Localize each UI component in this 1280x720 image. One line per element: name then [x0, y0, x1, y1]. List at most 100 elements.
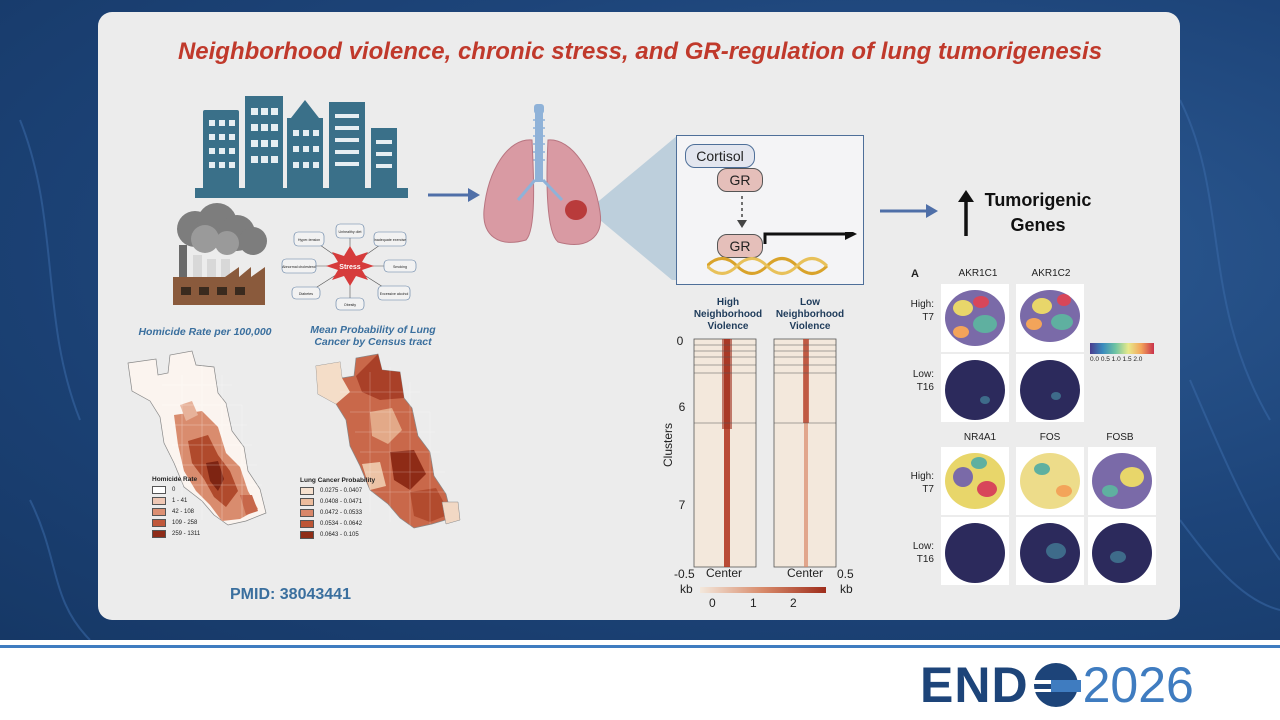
- spatial-tile-akr1c2-high: [1016, 284, 1084, 352]
- logo-word: END: [920, 657, 1029, 713]
- row-label-line: High:: [910, 299, 934, 310]
- legend-label: 259 - 1311: [172, 531, 201, 537]
- legend-swatch: [152, 519, 166, 527]
- heatmap-header-high: High Neighborhood Violence: [690, 297, 766, 333]
- zoom-cone: [588, 135, 678, 280]
- heatmap-scale-bar: [700, 587, 826, 593]
- divider-accent: [0, 645, 1280, 648]
- legend-swatch: [300, 509, 314, 517]
- spatial-tile-nr4a1-high: [941, 447, 1009, 515]
- x-axis-left: -0.5: [674, 567, 695, 581]
- header-line: High: [716, 297, 740, 308]
- legend-row: 0.0534 - 0.0642: [300, 520, 375, 528]
- homicide-legend: Homicide Rate 0 1 - 41 42 - 108 109 - 25…: [152, 476, 200, 541]
- legend-swatch: [152, 508, 166, 516]
- legend-label: 109 - 258: [172, 520, 198, 526]
- city-skyline-icon: [195, 96, 408, 198]
- panel-letter: A: [911, 268, 919, 280]
- stress-factor: Hyper-tension: [298, 238, 320, 242]
- legend-row: 0.0408 - 0.0471: [300, 498, 375, 506]
- logo-year: 2026: [1082, 657, 1194, 713]
- lung-legend-title: Lung Cancer Probability: [300, 477, 376, 484]
- background-network: [19, 99, 1280, 640]
- stress-factor: Excessive alcohol: [380, 292, 409, 296]
- stress-factor: Obesity: [344, 303, 356, 307]
- row-label-line: T7: [922, 484, 934, 495]
- spatial-tile-akr1c1-low: [941, 354, 1009, 422]
- arrow-right-icon: [428, 188, 480, 202]
- cortisol-label: Cortisol: [685, 144, 755, 168]
- legend-swatch: [300, 487, 314, 495]
- endo-2026-logo: END 2026: [920, 657, 1194, 713]
- stress-factor: Diabetes: [299, 292, 313, 296]
- spatial-tile-fos-low: [1016, 517, 1084, 585]
- factory-icon: [173, 203, 267, 305]
- row-label-low: Low: T16: [898, 368, 934, 394]
- heatmap-header-low: Low Neighborhood Violence: [770, 297, 850, 333]
- divider-stripe: [0, 640, 1280, 648]
- legend-label: 0.0472 - 0.0533: [320, 510, 363, 516]
- gene-label: NR4A1: [963, 432, 997, 443]
- legend-label: 0.0534 - 0.0642: [320, 521, 363, 527]
- scale-tick: 2: [790, 596, 797, 610]
- x-axis-unit-left: kb: [680, 582, 693, 596]
- legend-label: 0.0408 - 0.0471: [320, 499, 363, 505]
- row-label-line: High:: [910, 471, 934, 482]
- spatial-tile-akr1c1-high: [941, 284, 1009, 352]
- heatmap-panel-high: [693, 338, 757, 568]
- x-axis-right: 0.5: [837, 567, 854, 581]
- gene-label: AKR1C2: [1031, 268, 1071, 279]
- legend-row: 0.0472 - 0.0533: [300, 509, 375, 517]
- pmid-label: PMID: 38043441: [230, 586, 351, 603]
- heatmap-panel-low: [773, 338, 837, 568]
- legend-row: 259 - 1311: [152, 530, 200, 538]
- homicide-choropleth-map: [127, 350, 267, 526]
- legend-swatch: [300, 498, 314, 506]
- legend-row: 0.0643 - 0.105: [300, 531, 375, 539]
- scale-tick: 1: [750, 596, 757, 610]
- colorbar-ticks: 0.0 0.5 1.0 1.5 2.0: [1090, 356, 1143, 363]
- tumor-icon: [565, 200, 587, 220]
- header-line: Neighborhood: [693, 309, 763, 320]
- chipseq-heatmap: 0 6 7 Clusters: [661, 335, 837, 568]
- stress-diagram: Stress Unhealthy diet Hyper-tension Inad…: [281, 223, 417, 311]
- homicide-map-title: Homicide Rate per 100,000: [138, 326, 272, 338]
- lung-map-title: Mean Probability of Lung Cancer by Censu…: [310, 324, 436, 348]
- legend-row: 42 - 108: [152, 508, 200, 516]
- stress-factor: Unhealthy diet: [339, 230, 362, 234]
- legend-label: 42 - 108: [172, 509, 195, 515]
- homicide-legend-title: Homicide Rate: [152, 476, 198, 483]
- header-line: Low: [800, 297, 820, 308]
- row-label-high: High: T7: [898, 298, 934, 324]
- row-label-line: Low:: [912, 369, 934, 380]
- legend-row: 0.0275 - 0.0407: [300, 487, 375, 495]
- globe-icon: [1033, 663, 1081, 707]
- legend-label: 0.0643 - 0.105: [320, 532, 359, 538]
- row-label-line: Low:: [912, 541, 934, 552]
- row-label-line: T16: [916, 382, 934, 393]
- row-label-line: T7: [922, 312, 934, 323]
- expression-colorbar: [1090, 343, 1154, 354]
- legend-label: 0: [172, 487, 176, 493]
- stress-center-label: Stress: [339, 264, 361, 271]
- cluster-tick: 0: [677, 335, 684, 348]
- legend-swatch: [300, 520, 314, 528]
- dna-transcription-icon: [707, 232, 857, 275]
- x-axis-center-high: Center: [706, 566, 743, 580]
- stress-burst-icon: [326, 246, 374, 286]
- legend-swatch: [300, 531, 314, 539]
- legend-label: 1 - 41: [172, 498, 188, 504]
- gr-receptor-top: GR: [717, 168, 763, 192]
- header-line: Violence: [707, 321, 749, 332]
- cluster-tick: 7: [679, 498, 686, 512]
- slide-title: Neighborhood violence, chronic stress, a…: [177, 38, 1103, 65]
- gene-label: FOSB: [1106, 432, 1134, 443]
- arrow-right-icon: [880, 204, 938, 218]
- spatial-tile-fosb-low: [1088, 517, 1156, 585]
- legend-swatch: [152, 486, 166, 494]
- gr-mechanism-panel: Cortisol GR GR: [676, 135, 864, 285]
- header-line: Neighborhood: [775, 309, 845, 320]
- arrow-up-icon: [958, 190, 974, 236]
- spatial-tile-fosb-high: [1088, 447, 1156, 515]
- header-line: Violence: [789, 321, 831, 332]
